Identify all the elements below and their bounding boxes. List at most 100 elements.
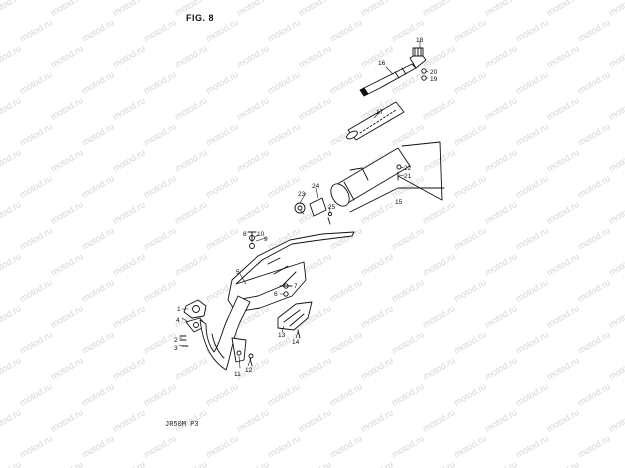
watermark-text: motod.ru [49, 43, 85, 69]
watermark-text: motod.ru [359, 43, 395, 69]
watermark-text: motod.ru [607, 459, 625, 468]
watermark-text: motod.ru [421, 199, 457, 225]
watermark-text: motod.ru [204, 173, 240, 199]
watermark-text: motod.ru [0, 0, 23, 18]
callout-23: 23 [298, 191, 306, 198]
watermark-text: motod.ru [328, 17, 364, 43]
watermark-text: motod.ru [545, 95, 581, 121]
watermark-text: motod.ru [80, 225, 116, 251]
watermark-text: motod.ru [0, 95, 23, 121]
exhaust-gaskets [183, 299, 207, 333]
watermark-text: motod.ru [142, 329, 178, 355]
watermark-text: motod.ru [297, 147, 333, 173]
watermark-text: motod.ru [421, 459, 457, 468]
watermark-text: motod.ru [80, 69, 116, 95]
watermark-text: motod.ru [483, 355, 519, 381]
watermark-text: motod.ru [359, 355, 395, 381]
watermark-text: motod.ru [49, 251, 85, 277]
watermark-text: motod.ru [297, 43, 333, 69]
watermark-text: motod.ru [607, 0, 625, 18]
watermark-text: motod.ru [111, 407, 147, 433]
watermark-text: motod.ru [483, 147, 519, 173]
callout-15: 15 [395, 199, 403, 206]
callout-12: 12 [245, 367, 253, 374]
watermark-text: motod.ru [607, 147, 625, 173]
callout-7: 7 [294, 283, 298, 290]
watermark-text: motod.ru [204, 381, 240, 407]
watermark-text: motod.ru [452, 433, 488, 459]
watermark-text: motod.ru [328, 381, 364, 407]
watermark-text: motod.ru [0, 355, 23, 381]
watermark-text: motod.ru [0, 147, 23, 173]
model-code: JR50M P3 [165, 421, 199, 429]
callout-2: 2 [174, 337, 178, 344]
watermark-text: motod.ru [483, 459, 519, 468]
watermark-text: motod.ru [235, 199, 271, 225]
joint-gasket [294, 202, 306, 214]
watermark-text: motod.ru [328, 329, 364, 355]
watermark-text: motod.ru [421, 0, 457, 18]
watermark-text: motod.ru [452, 69, 488, 95]
watermark-text: motod.ru [452, 381, 488, 407]
watermark-text: motod.ru [421, 251, 457, 277]
callout-6: 6 [274, 291, 278, 298]
watermark-text: motod.ru [266, 69, 302, 95]
watermark-text: motod.ru [514, 433, 550, 459]
watermark-text: motod.ru [266, 433, 302, 459]
watermark-text: motod.ru [390, 329, 426, 355]
callout-19: 19 [430, 76, 438, 83]
watermark-text: motod.ru [18, 433, 54, 459]
watermark-text: motod.ru [421, 407, 457, 433]
watermark-text: motod.ru [483, 407, 519, 433]
watermark-text: motod.ru [235, 0, 271, 18]
watermark-text: motod.ru [421, 147, 457, 173]
callout-1: 1 [177, 306, 181, 313]
watermark-text: motod.ru [576, 277, 612, 303]
silencer-inner-tube [346, 101, 405, 141]
watermark-text: motod.ru [514, 17, 550, 43]
callout-9: 9 [264, 236, 268, 243]
watermark-text: motod.ru [204, 69, 240, 95]
watermark-text: motod.ru [607, 355, 625, 381]
watermark-text: motod.ru [607, 95, 625, 121]
watermark-text: motod.ru [142, 381, 178, 407]
watermark-text: motod.ru [390, 225, 426, 251]
watermark-text: motod.ru [49, 95, 85, 121]
watermark-text: motod.ru [142, 17, 178, 43]
watermark-text: motod.ru [359, 0, 395, 18]
callout-22: 22 [404, 165, 412, 172]
watermark-text: motod.ru [235, 43, 271, 69]
watermark-text: motod.ru [545, 147, 581, 173]
callout-20: 20 [430, 69, 438, 76]
watermark-text: motod.ru [576, 381, 612, 407]
watermark-text: motod.ru [545, 199, 581, 225]
watermark-text: motod.ru [142, 121, 178, 147]
watermark-text: motod.ru [545, 355, 581, 381]
watermark-text: motod.ru [204, 433, 240, 459]
watermark-text: motod.ru [49, 459, 85, 468]
callout-5: 5 [236, 269, 240, 276]
watermark-text: motod.ru [421, 95, 457, 121]
callout-16: 16 [378, 60, 386, 67]
watermark-text: motod.ru [328, 433, 364, 459]
exhaust-studs [179, 335, 189, 347]
callout-3: 3 [174, 345, 178, 352]
watermark-text: motod.ru [111, 251, 147, 277]
watermark-text: motod.ru [173, 95, 209, 121]
header-pipe [199, 295, 251, 371]
watermark-text: motod.ru [235, 95, 271, 121]
watermark-text: motod.ru [266, 121, 302, 147]
watermark-text: motod.ru [514, 277, 550, 303]
watermark-text: motod.ru [359, 303, 395, 329]
watermark-text: motod.ru [111, 303, 147, 329]
watermark-text: motod.ru [173, 459, 209, 468]
watermark-text: motod.ru [545, 251, 581, 277]
watermark-text: motod.ru [576, 121, 612, 147]
watermark-text: motod.ru [359, 251, 395, 277]
watermark-text: motod.ru [111, 43, 147, 69]
watermark-text: motod.ru [576, 433, 612, 459]
watermark-text: motod.ru [297, 0, 333, 18]
callout-25: 25 [328, 204, 336, 211]
watermark-text: motod.ru [142, 433, 178, 459]
